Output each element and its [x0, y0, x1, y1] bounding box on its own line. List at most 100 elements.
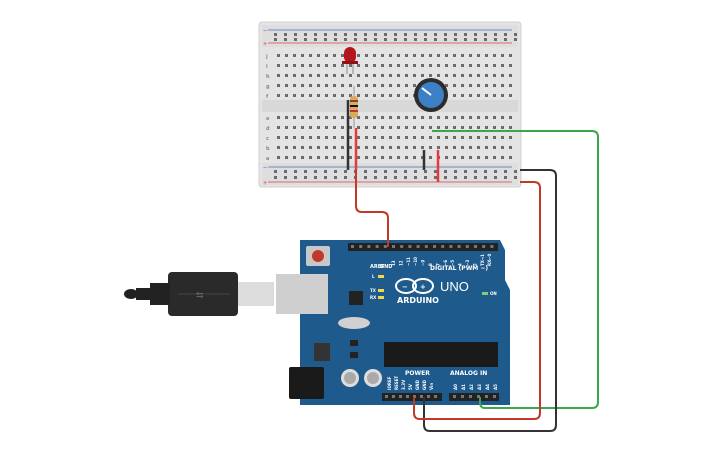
breadboard-hole[interactable]	[277, 74, 280, 77]
breadboard-hole[interactable]	[477, 136, 480, 139]
breadboard-hole[interactable]	[501, 64, 504, 67]
breadboard-hole[interactable]	[389, 156, 392, 159]
rail-hole[interactable]	[304, 170, 307, 173]
wire-black-to-gnd[interactable]	[423, 169, 557, 432]
breadboard-hole[interactable]	[429, 146, 432, 149]
rail-hole[interactable]	[354, 38, 357, 41]
breadboard-hole[interactable]	[509, 136, 512, 139]
rail-hole[interactable]	[464, 176, 467, 179]
breadboard-hole[interactable]	[469, 94, 472, 97]
breadboard-hole[interactable]	[333, 54, 336, 57]
breadboard-hole[interactable]	[349, 74, 352, 77]
rail-hole[interactable]	[464, 38, 467, 41]
breadboard-hole[interactable]	[317, 126, 320, 129]
breadboard-hole[interactable]	[373, 84, 376, 87]
rail-hole[interactable]	[444, 33, 447, 36]
breadboard-hole[interactable]	[333, 74, 336, 77]
breadboard-hole[interactable]	[429, 126, 432, 129]
breadboard-hole[interactable]	[325, 84, 328, 87]
rail-hole[interactable]	[374, 176, 377, 179]
breadboard-hole[interactable]	[445, 156, 448, 159]
breadboard-hole[interactable]	[309, 64, 312, 67]
breadboard-hole[interactable]	[413, 116, 416, 119]
breadboard-hole[interactable]	[421, 156, 424, 159]
rail-hole[interactable]	[344, 38, 347, 41]
breadboard-hole[interactable]	[373, 126, 376, 129]
breadboard-hole[interactable]	[485, 84, 488, 87]
header-pin[interactable]	[441, 245, 445, 248]
breadboard-hole[interactable]	[461, 94, 464, 97]
breadboard-hole[interactable]	[341, 156, 344, 159]
rail-hole[interactable]	[504, 33, 507, 36]
header-pin[interactable]	[406, 395, 409, 398]
usb-cable-icon[interactable]: ⇆	[124, 272, 328, 316]
rail-hole[interactable]	[484, 38, 487, 41]
header-pin[interactable]	[453, 395, 456, 398]
breadboard-hole[interactable]	[509, 126, 512, 129]
breadboard-hole[interactable]	[341, 64, 344, 67]
rail-hole[interactable]	[384, 33, 387, 36]
wire-red-to-5v[interactable]	[413, 181, 541, 420]
breadboard-hole[interactable]	[325, 74, 328, 77]
breadboard-hole[interactable]	[453, 116, 456, 119]
breadboard-hole[interactable]	[453, 136, 456, 139]
dc-jack-icon[interactable]	[289, 367, 324, 399]
rail-hole[interactable]	[364, 33, 367, 36]
breadboard-hole[interactable]	[477, 64, 480, 67]
rail-hole[interactable]	[424, 176, 427, 179]
breadboard-hole[interactable]	[461, 126, 464, 129]
breadboard-hole[interactable]	[317, 94, 320, 97]
led-icon[interactable]	[342, 47, 358, 74]
rail-hole[interactable]	[384, 170, 387, 173]
rail-hole[interactable]	[444, 38, 447, 41]
rail-hole[interactable]	[494, 176, 497, 179]
breadboard-hole[interactable]	[477, 84, 480, 87]
breadboard-hole[interactable]	[461, 136, 464, 139]
wire-red-to-pin10[interactable]	[355, 170, 389, 247]
header-pin[interactable]	[427, 395, 430, 398]
breadboard-hole[interactable]	[293, 136, 296, 139]
breadboard-hole[interactable]	[477, 146, 480, 149]
breadboard-hole[interactable]	[485, 116, 488, 119]
breadboard-hole[interactable]	[493, 126, 496, 129]
rail-hole[interactable]	[304, 176, 307, 179]
breadboard-hole[interactable]	[421, 126, 424, 129]
breadboard-hole[interactable]	[277, 146, 280, 149]
header-pin[interactable]	[493, 395, 496, 398]
rail-hole[interactable]	[364, 38, 367, 41]
breadboard-hole[interactable]	[413, 146, 416, 149]
breadboard-hole[interactable]	[333, 136, 336, 139]
breadboard-hole[interactable]	[309, 74, 312, 77]
rail-hole[interactable]	[494, 38, 497, 41]
breadboard-hole[interactable]	[301, 136, 304, 139]
rail-hole[interactable]	[364, 176, 367, 179]
breadboard-hole[interactable]	[325, 116, 328, 119]
breadboard-hole[interactable]	[397, 64, 400, 67]
breadboard-hole[interactable]	[437, 116, 440, 119]
rail-hole[interactable]	[394, 176, 397, 179]
rail-hole[interactable]	[324, 38, 327, 41]
breadboard-hole[interactable]	[357, 84, 360, 87]
rail-hole[interactable]	[494, 170, 497, 173]
breadboard-hole[interactable]	[381, 84, 384, 87]
rail-hole[interactable]	[384, 176, 387, 179]
breadboard-hole[interactable]	[309, 84, 312, 87]
header-pin[interactable]	[351, 245, 354, 248]
header-pin[interactable]	[433, 245, 436, 248]
breadboard-hole[interactable]	[485, 64, 488, 67]
breadboard-hole[interactable]	[277, 156, 280, 159]
rail-hole[interactable]	[404, 176, 407, 179]
breadboard-hole[interactable]	[493, 54, 496, 57]
breadboard-hole[interactable]	[461, 84, 464, 87]
breadboard-hole[interactable]	[365, 64, 368, 67]
rail-hole[interactable]	[394, 33, 397, 36]
rail-hole[interactable]	[434, 170, 437, 173]
breadboard-hole[interactable]	[349, 94, 352, 97]
breadboard-hole[interactable]	[357, 136, 360, 139]
breadboard-hole[interactable]	[405, 94, 408, 97]
header-pin[interactable]	[416, 245, 420, 248]
breadboard-hole[interactable]	[437, 54, 440, 57]
breadboard-hole[interactable]	[413, 64, 416, 67]
rail-hole[interactable]	[454, 176, 457, 179]
